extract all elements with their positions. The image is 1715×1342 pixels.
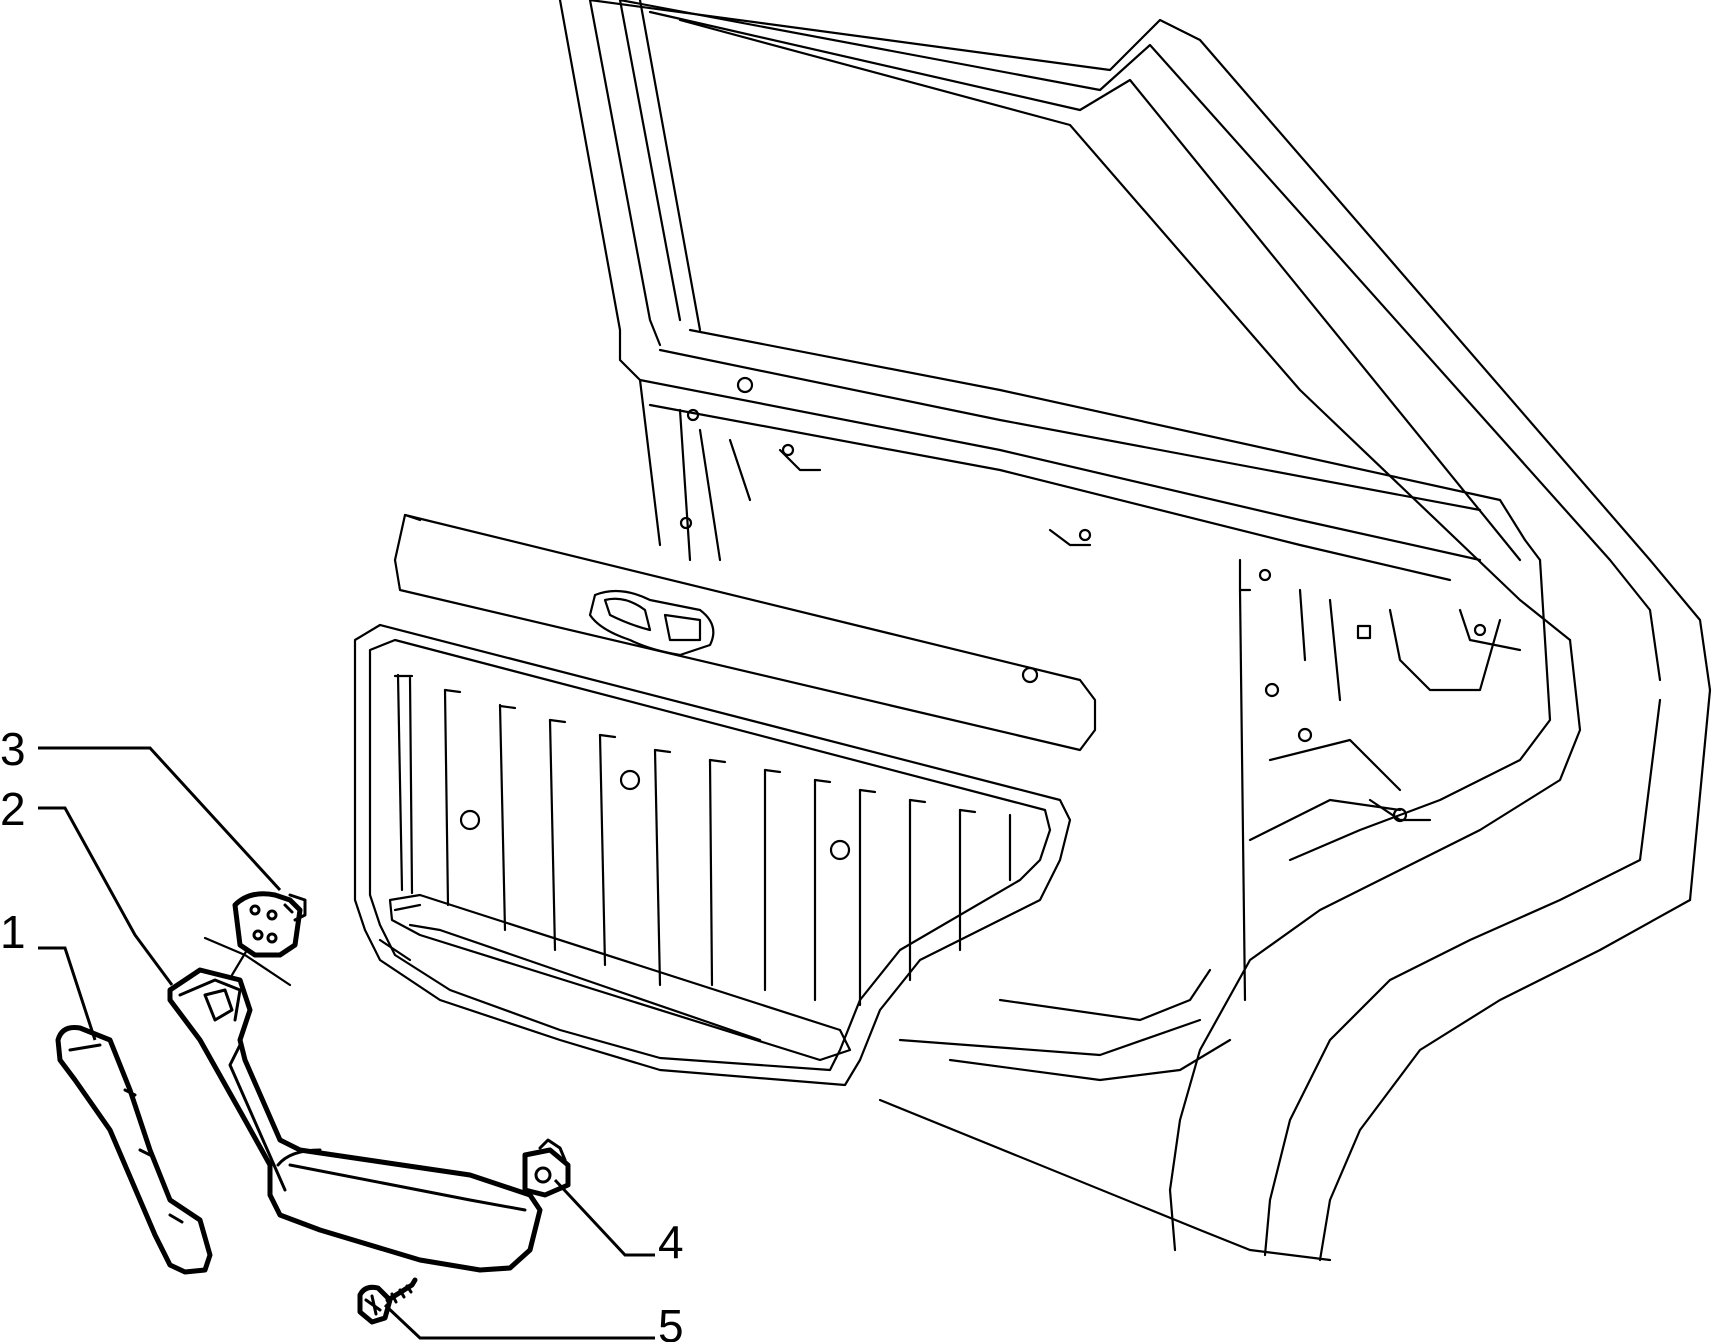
leader-line-4 xyxy=(553,1178,655,1257)
leader-lines xyxy=(38,746,655,1340)
part-3-switch-plug xyxy=(232,891,307,958)
part-1-armrest-grip-cover xyxy=(55,1025,213,1275)
callout-3: 3 xyxy=(0,723,26,775)
part-2-armrest-handle xyxy=(167,936,543,1273)
door-trim-panel xyxy=(353,513,1097,1087)
leader-line-3 xyxy=(38,746,282,892)
part-5-screw xyxy=(357,1277,418,1325)
callout-5: 5 xyxy=(658,1300,684,1342)
callout-1: 1 xyxy=(0,906,26,958)
callout-numbers: 3 2 1 4 5 xyxy=(0,723,684,1342)
callout-2: 2 xyxy=(0,783,26,835)
leader-line-1 xyxy=(38,946,97,1041)
door-frame-drawing xyxy=(558,0,1712,1262)
callout-4: 4 xyxy=(658,1216,684,1268)
leader-line-5 xyxy=(383,1303,655,1340)
leader-line-2 xyxy=(38,806,174,986)
